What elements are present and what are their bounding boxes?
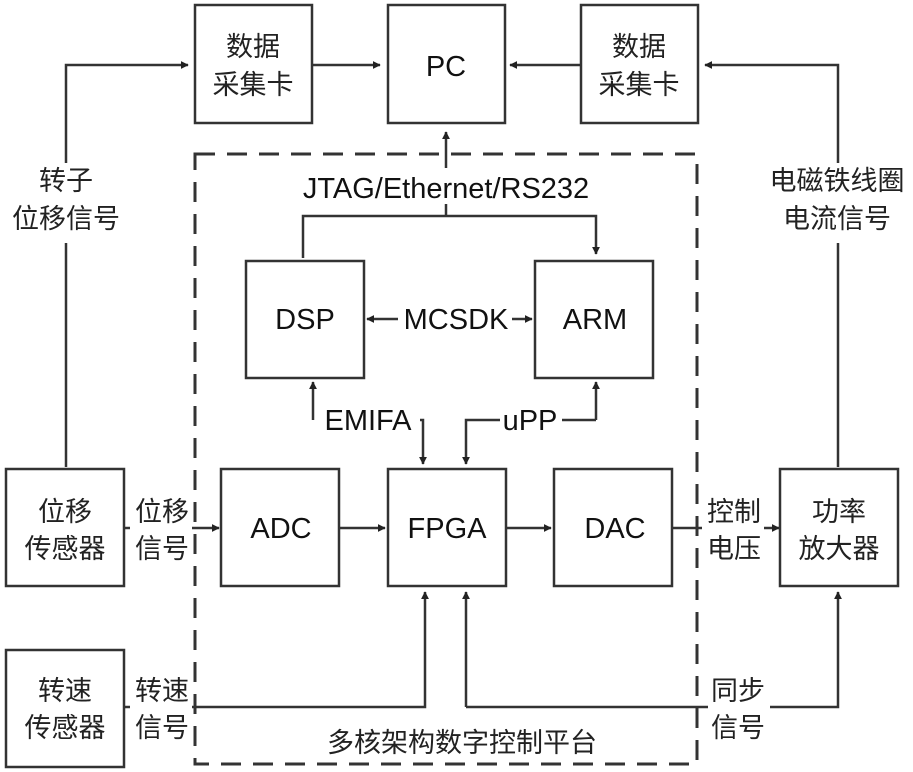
power-amplifier-label-1: 功率 xyxy=(812,497,866,528)
adc-label: ADC xyxy=(250,513,311,545)
daq-left-label-1: 数据 xyxy=(226,32,280,63)
line-sync-amp xyxy=(466,591,842,709)
jtag-label: JTAG/Ethernet/RS232 xyxy=(303,173,589,205)
sync-signal-label-1: 同步 xyxy=(711,676,765,707)
platform-boundary xyxy=(193,152,699,766)
line-jtag-arm xyxy=(301,214,600,258)
block-power-amplifier: 功率 放大器 xyxy=(778,467,900,588)
rotor-displacement-label-1: 转子 xyxy=(39,166,93,197)
speed-sensor-label-2: 传感器 xyxy=(25,713,106,744)
block-daq-right: 数据 采集卡 xyxy=(579,3,700,125)
control-voltage-label-2: 电压 xyxy=(707,534,761,565)
block-dsp: DSP xyxy=(244,259,366,380)
power-amplifier-label-2: 放大器 xyxy=(799,534,880,565)
coil-current-label-1: 电磁铁线圈 xyxy=(770,166,905,197)
line-emifa-fpga xyxy=(419,418,427,465)
speed-sensor-label-1: 转速 xyxy=(38,676,92,707)
fpga-label: FPGA xyxy=(408,513,488,545)
pc-label: PC xyxy=(426,51,466,83)
displacement-signal-label-2: 信号 xyxy=(135,534,189,565)
rotor-displacement-label-2: 位移信号 xyxy=(12,204,120,235)
daq-left-label-2: 采集卡 xyxy=(213,70,294,101)
daq-right-label-1: 数据 xyxy=(612,32,666,63)
displacement-sensor-label-2: 传感器 xyxy=(25,534,106,565)
daq-right-label-2: 采集卡 xyxy=(599,70,680,101)
block-dac: DAC xyxy=(552,467,674,588)
block-fpga: FPGA xyxy=(386,467,508,588)
displacement-sensor-label-1: 位移 xyxy=(38,497,92,528)
signal-labels: 转子 位移信号 电磁铁线圈 电流信号 JTAG/Ethernet/RS232 M… xyxy=(0,163,913,759)
arm-label: ARM xyxy=(563,304,627,336)
block-displacement-sensor: 位移 传感器 xyxy=(4,467,126,588)
block-speed-sensor: 转速 传感器 xyxy=(4,648,126,769)
coil-current-label-2: 电流信号 xyxy=(783,204,891,235)
sync-signal-label-2: 信号 xyxy=(711,713,765,744)
speed-signal-label-1: 转速 xyxy=(135,676,189,707)
platform-label: 多核架构数字控制平台 xyxy=(327,728,597,759)
emifa-label: EMIFA xyxy=(324,405,412,437)
block-adc: ADC xyxy=(219,467,341,588)
displacement-signal-label-1: 位移 xyxy=(135,497,189,528)
mcsdk-label: MCSDK xyxy=(404,304,509,336)
line-rotor-displacement xyxy=(64,61,189,467)
dsp-label: DSP xyxy=(275,304,335,336)
speed-signal-label-2: 信号 xyxy=(135,713,189,744)
block-daq-left: 数据 采集卡 xyxy=(193,3,314,125)
line-coil-current xyxy=(704,61,840,467)
dac-label: DAC xyxy=(584,513,645,545)
upp-label: uPP xyxy=(503,405,558,437)
line-speed-signal xyxy=(124,591,429,709)
connections xyxy=(64,61,842,709)
block-arm: ARM xyxy=(533,259,655,380)
control-voltage-label-1: 控制 xyxy=(707,497,761,528)
block-pc: PC xyxy=(386,3,507,125)
